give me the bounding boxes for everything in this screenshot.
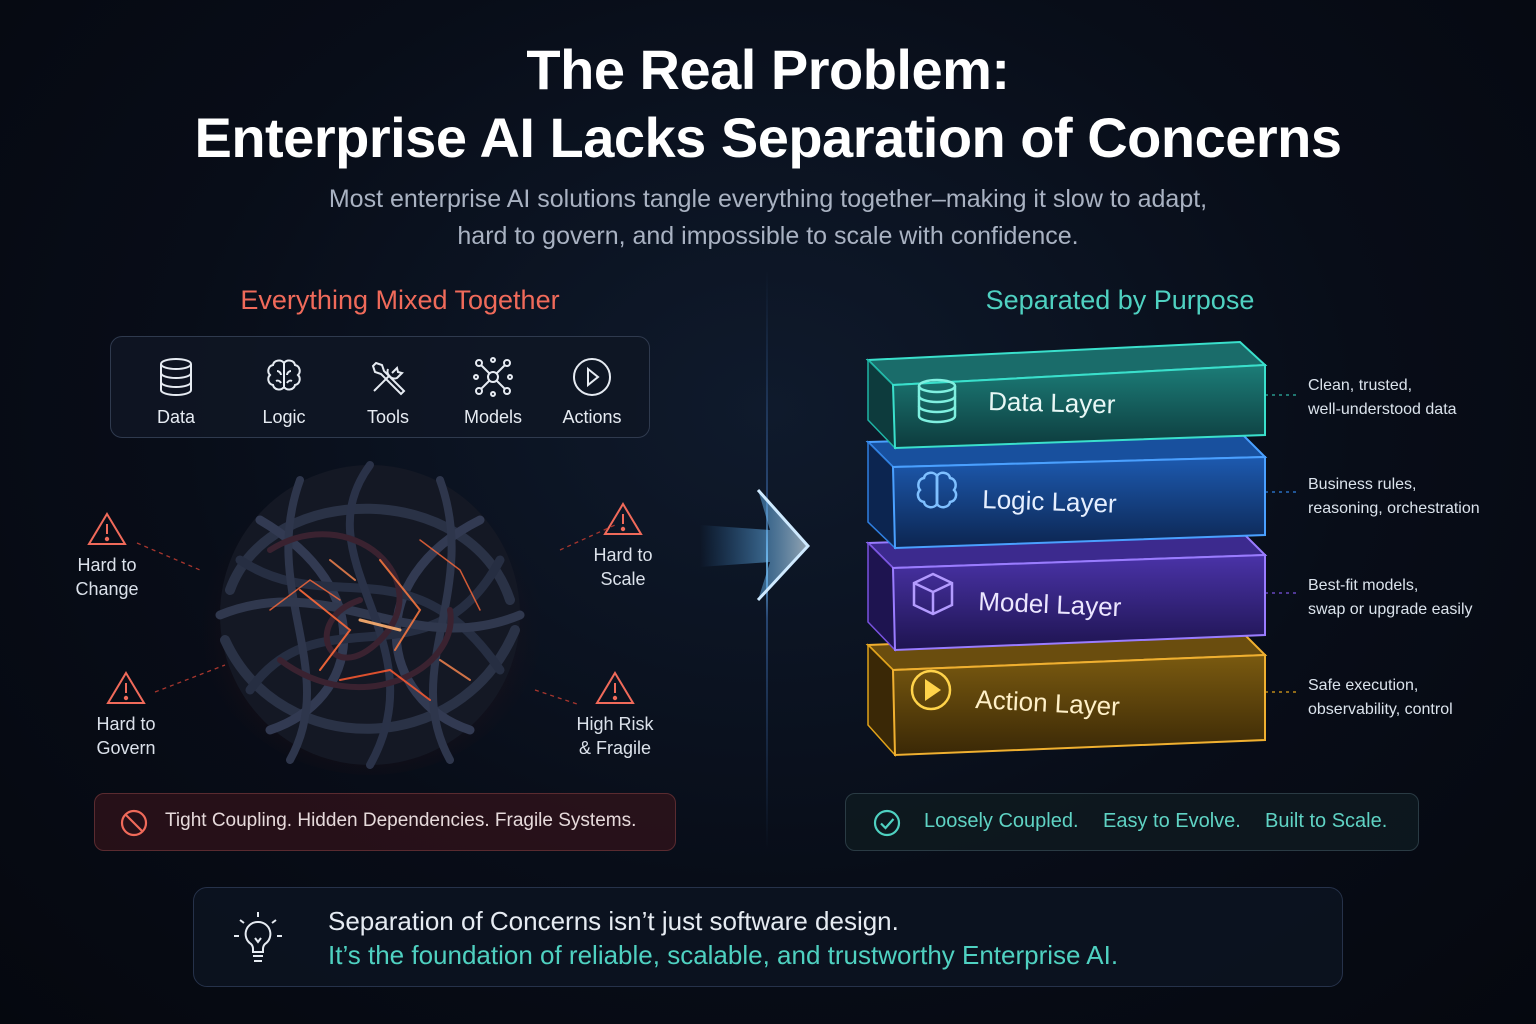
play-icon — [910, 669, 952, 711]
component-data: Data — [131, 349, 221, 428]
tangled-ball-illustration — [195, 455, 545, 775]
database-icon — [917, 378, 957, 424]
lightbulb-icon — [234, 912, 282, 962]
warning-triangle-icon — [106, 671, 146, 704]
decoupled-text-1: Loosely Coupled. — [924, 810, 1079, 832]
footer-line-1: Separation of Concerns isn’t just softwa… — [328, 906, 899, 936]
layer-label-logic: Logic Layer — [982, 484, 1118, 519]
component-label: Data — [156, 407, 196, 427]
components-icon-panel: Data Logic Tools Models Actio — [110, 336, 650, 438]
transition-arrow-icon — [700, 489, 811, 602]
play-icon — [573, 358, 611, 396]
layer-desc-model: Best-fit models, swap or upgrade easily — [1308, 577, 1473, 618]
page-title-line-2: Enterprise AI Lacks Separation of Concer… — [194, 106, 1342, 169]
component-label: Actions — [562, 407, 622, 427]
decoupled-text-2: Easy to Evolve. — [1103, 810, 1241, 832]
warning-hard-to-govern: Hard to Govern — [66, 670, 186, 760]
page-title-line-1: The Real Problem: — [526, 38, 1010, 101]
network-icon — [473, 357, 513, 397]
subtitle-line-2: hard to govern, and impossible to scale … — [457, 222, 1079, 250]
warning-label: Hard to Change — [75, 555, 139, 599]
component-label: Logic — [262, 407, 306, 427]
decoupled-text-3: Built to Scale. — [1265, 810, 1388, 832]
warning-label: High Risk & Fragile — [576, 714, 654, 758]
footer-line-2: It’s the foundation of reliable, scalabl… — [328, 940, 1119, 970]
right-column-heading: Separated by Purpose — [985, 285, 1255, 315]
subtitle-line-1: Most enterprise AI solutions tangle ever… — [328, 185, 1208, 213]
warning-triangle-icon — [87, 512, 127, 545]
layer-label-model: Model Layer — [978, 586, 1123, 622]
decoupled-banner: Loosely Coupled. Easy to Evolve. Built t… — [845, 793, 1419, 851]
component-logic: Logic — [239, 349, 329, 428]
warning-label: Hard to Govern — [96, 714, 156, 758]
warning-triangle-icon — [595, 671, 635, 704]
warning-label: Hard to Scale — [593, 545, 653, 589]
coupling-banner-text: Tight Coupling. Hidden Dependencies. Fra… — [165, 810, 637, 831]
layer-label-data: Data Layer — [988, 386, 1116, 419]
coupling-banner: Tight Coupling. Hidden Dependencies. Fra… — [94, 793, 676, 851]
layer-desc-data: Clean, trusted, well-understood data — [1308, 377, 1457, 418]
prohibited-icon — [120, 809, 148, 837]
component-models: Models — [448, 349, 538, 428]
brain-icon — [267, 359, 301, 391]
brain-icon — [916, 471, 958, 509]
component-label: Models — [463, 407, 523, 427]
database-icon — [160, 358, 192, 397]
component-actions: Actions — [547, 349, 637, 428]
layer-desc-action: Safe execution, observability, control — [1308, 677, 1453, 718]
cube-icon — [912, 572, 954, 616]
footer-callout: Separation of Concerns isn’t just softwa… — [193, 887, 1343, 987]
component-label: Tools — [366, 407, 410, 427]
warning-hard-to-change: Hard to Change — [47, 511, 167, 601]
warning-hard-to-scale: Hard to Scale — [563, 501, 683, 591]
left-column-heading: Everything Mixed Together — [240, 285, 560, 315]
component-tools: Tools — [343, 349, 433, 428]
warning-high-risk: High Risk & Fragile — [555, 670, 675, 760]
layer-desc-logic: Business rules, reasoning, orchestration — [1308, 476, 1480, 517]
warning-triangle-icon — [603, 502, 643, 535]
check-circle-icon — [873, 809, 901, 837]
layer-stack-illustration: Data Layer Logic Layer Model Layer Actio… — [865, 340, 1268, 758]
tools-icon — [371, 361, 406, 396]
